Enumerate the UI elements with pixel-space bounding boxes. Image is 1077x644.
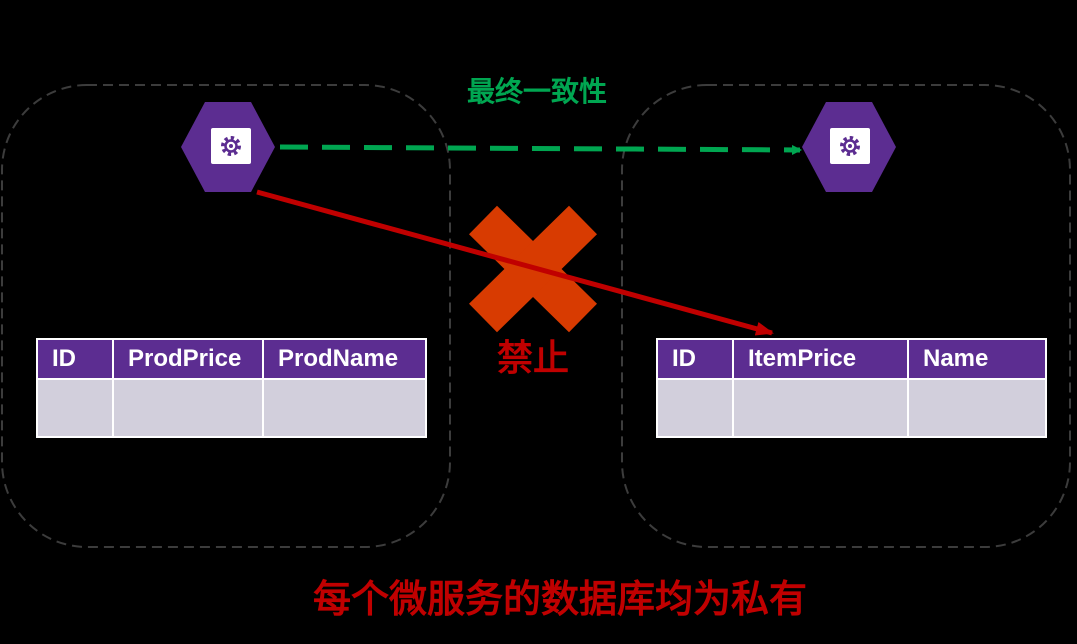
column-header: ProdName <box>262 338 427 380</box>
column-header: Name <box>907 338 1047 380</box>
column-header: ProdPrice <box>112 338 264 380</box>
table-header-row: ID ItemPrice Name <box>656 338 1047 380</box>
table-cell <box>907 378 1047 438</box>
forbidden-label: 禁止 <box>497 338 569 379</box>
service-boundary-right <box>621 84 1071 548</box>
eventual-consistency-arrow <box>279 144 802 155</box>
gear-icon <box>221 136 241 156</box>
table-row <box>656 378 1047 438</box>
table-header-row: ID ProdPrice ProdName <box>36 338 427 380</box>
database-table-right: ID ItemPrice Name <box>656 338 1047 438</box>
forbidden-access-arrow <box>256 189 774 336</box>
service-left[interactable] <box>181 102 275 192</box>
table-cell <box>112 378 264 438</box>
table-cell <box>262 378 427 438</box>
database-table-left: ID ProdPrice ProdName <box>36 338 427 438</box>
caption: 每个微服务的数据库均为私有 <box>313 577 807 621</box>
service-right[interactable] <box>802 102 896 192</box>
column-header: ItemPrice <box>732 338 909 380</box>
table-cell <box>732 378 909 438</box>
eventual-consistency-label: 最终一致性 <box>467 75 607 108</box>
table-cell <box>656 378 734 438</box>
service-boundary-left <box>1 84 451 548</box>
gear-icon <box>840 136 860 156</box>
table-row <box>36 378 427 438</box>
column-header: ID <box>36 338 114 380</box>
table-cell <box>36 378 114 438</box>
column-header: ID <box>656 338 734 380</box>
